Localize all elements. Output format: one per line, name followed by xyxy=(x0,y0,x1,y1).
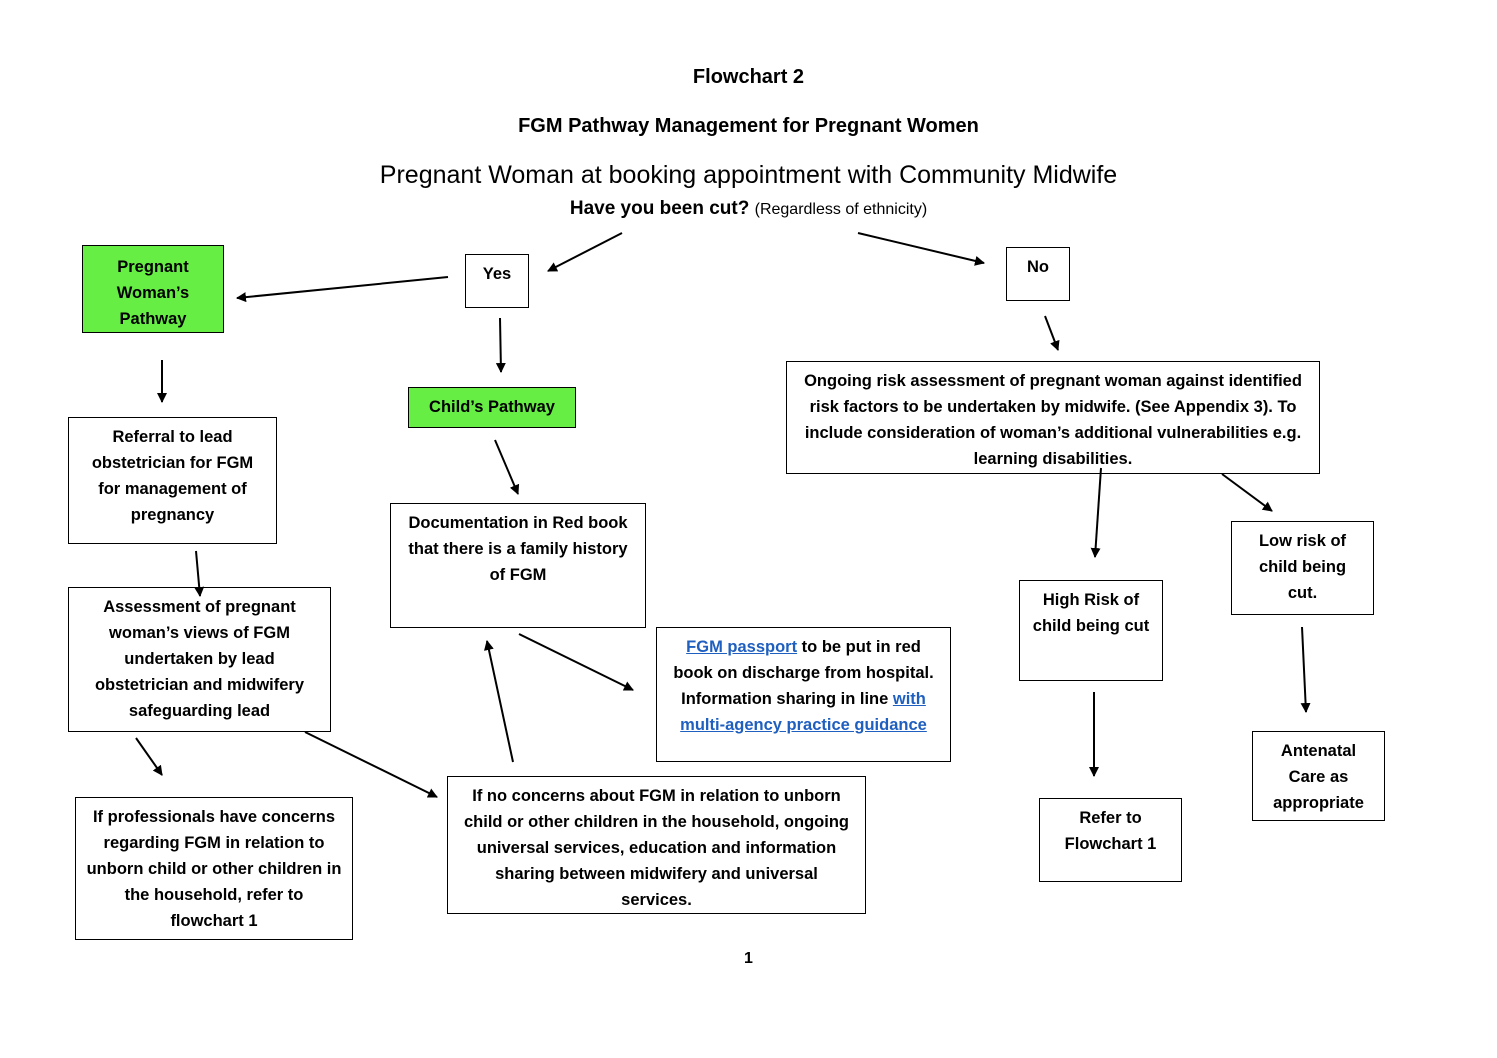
page-number: 1 xyxy=(744,950,753,967)
assessment-node: Assessment of pregnant woman’s views of … xyxy=(68,587,331,732)
assessment-label: Assessment of pregnant woman’s views of … xyxy=(94,598,305,720)
yes-node: Yes xyxy=(465,254,529,308)
arrow-assessment-to-no-concerns xyxy=(304,731,438,798)
arrow-question-to-no xyxy=(857,232,985,266)
arrow-yes-to-pregnant-pathway xyxy=(236,276,449,303)
question-note: (Regardless of ethnicity) xyxy=(754,201,928,218)
question: Have you been cut? xyxy=(569,198,750,219)
antenatal-node: Antenatal Care as appropriate xyxy=(1252,731,1385,821)
low-risk-node: Low risk of child being cut. xyxy=(1231,521,1374,615)
pregnant-pathway-label: Pregnant Woman’s Pathway xyxy=(116,258,190,328)
passport-node: FGM passport to be put in red book on di… xyxy=(656,627,951,762)
page-title: Flowchart 2 xyxy=(692,66,805,88)
arrow-documentation-to-passport xyxy=(518,633,634,691)
childs-pathway-node: Child’s Pathway xyxy=(408,387,576,428)
arrow-assessment-to-concerns xyxy=(135,737,163,776)
arrow-question-to-yes xyxy=(547,232,623,272)
no-label: No xyxy=(1027,258,1049,276)
no-concerns-label: If no concerns about FGM in relation to … xyxy=(464,787,849,909)
arrow-ongoing-to-low-risk xyxy=(1221,473,1273,512)
arrow-childs-to-documentation xyxy=(494,439,520,495)
arrow-ongoing-to-high-risk xyxy=(1090,467,1102,558)
yes-label: Yes xyxy=(482,265,512,283)
refer-flowchart1-label: Refer to Flowchart 1 xyxy=(1064,809,1157,853)
antenatal-label: Antenatal Care as appropriate xyxy=(1273,742,1364,812)
ongoing-risk-label: Ongoing risk assessment of pregnant woma… xyxy=(804,372,1302,468)
ongoing-risk-node: Ongoing risk assessment of pregnant woma… xyxy=(786,361,1320,474)
passport-text-block: FGM passport to be put in red book on di… xyxy=(667,634,940,738)
referral-label: Referral to lead obstetrician for FGM fo… xyxy=(91,428,254,524)
documentation-label: Documentation in Red book that there is … xyxy=(408,514,628,584)
arrow-low-risk-to-antenatal xyxy=(1300,626,1311,713)
concerns-label: If professionals have concerns regarding… xyxy=(86,808,342,930)
no-concerns-node: If no concerns about FGM in relation to … xyxy=(447,776,866,914)
no-node: No xyxy=(1006,247,1070,301)
high-risk-node: High Risk of child being cut xyxy=(1019,580,1163,681)
guidance-link[interactable]: with multi-agency practice guidance xyxy=(680,690,927,734)
question-context: Pregnant Woman at booking appointment wi… xyxy=(379,161,1118,189)
arrow-no-to-ongoing-risk xyxy=(1044,315,1060,351)
arrow-referral-to-assessment xyxy=(194,550,205,597)
referral-node: Referral to lead obstetrician for FGM fo… xyxy=(68,417,277,544)
page-subtitle: FGM Pathway Management for Pregnant Wome… xyxy=(518,115,979,137)
high-risk-label: High Risk of child being cut xyxy=(1032,591,1150,635)
concerns-node: If professionals have concerns regarding… xyxy=(75,797,353,940)
childs-pathway-label: Child’s Pathway xyxy=(429,398,555,416)
documentation-node: Documentation in Red book that there is … xyxy=(390,503,646,628)
low-risk-label: Low risk of child being cut. xyxy=(1258,532,1347,602)
pregnant-pathway-node: Pregnant Woman’s Pathway xyxy=(82,245,224,333)
passport-text: to be put in red book on discharge from … xyxy=(673,638,934,708)
question-line: Have you been cut? (Regardless of ethnic… xyxy=(0,198,1497,220)
arrow-yes-to-childs-pathway xyxy=(495,317,506,373)
fgm-passport-link[interactable]: FGM passport xyxy=(686,638,798,656)
refer-flowchart1-node: Refer to Flowchart 1 xyxy=(1039,798,1182,882)
arrow-no-concerns-to-documentation xyxy=(484,640,514,763)
